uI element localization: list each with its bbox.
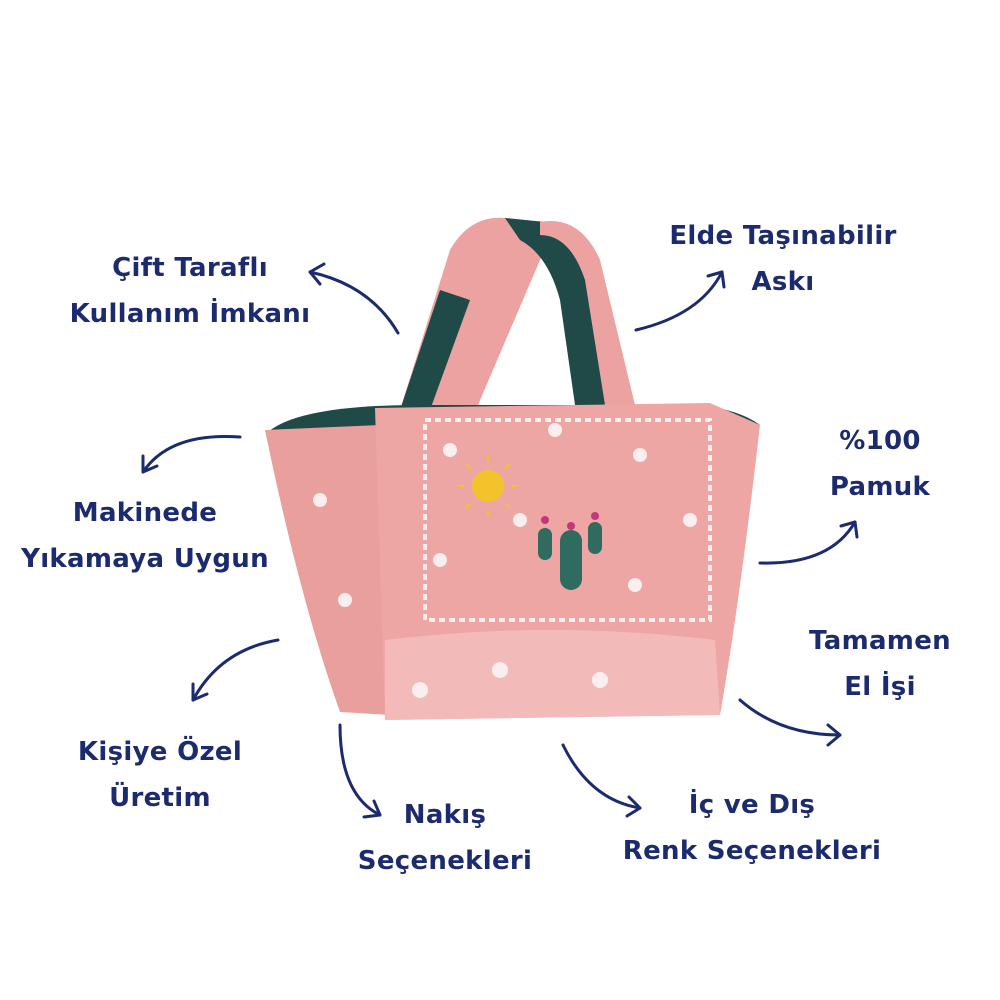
feature-embroidery: Nakış Seçenekleri — [358, 792, 532, 884]
feature-handle: Elde Taşınabilir Askı — [669, 213, 896, 305]
arrow-embroidery — [338, 723, 382, 817]
feature-line: %100 — [839, 426, 921, 456]
bag-handles — [400, 217, 635, 410]
bag-side-panel — [265, 425, 390, 715]
feature-line: El İşi — [844, 672, 916, 702]
arrow-handmade — [738, 698, 842, 737]
feature-handmade: Tamamen El İşi — [809, 618, 951, 710]
feature-line: Çift Taraflı — [112, 253, 268, 283]
feature-personal: Kişiye Özel Üretim — [78, 729, 242, 821]
arrow-personal — [191, 638, 280, 702]
feature-line: Renk Seçenekleri — [622, 836, 882, 866]
callout-arrows — [141, 262, 859, 819]
arrow-colors — [561, 743, 642, 810]
feature-colors: İç ve Dış Renk Seçenekleri — [623, 782, 881, 874]
feature-washable: Makinede Yıkamaya Uygun — [21, 490, 269, 582]
feature-line: Nakış — [403, 800, 487, 830]
bandana-paisley-band — [385, 630, 720, 720]
arrow-handle — [634, 270, 724, 332]
paisley-dots — [313, 423, 697, 698]
feature-line: Kullanım İmkanı — [69, 299, 311, 329]
feature-line: Üretim — [109, 783, 211, 813]
feature-line: Seçenekleri — [357, 846, 533, 876]
arrow-washable — [141, 434, 242, 474]
feature-line: İç ve Dış — [688, 790, 816, 820]
sun-embroidery — [458, 456, 518, 516]
cactus-embroidery — [538, 512, 602, 590]
feature-line: Pamuk — [829, 472, 931, 502]
bandana-border — [423, 418, 712, 622]
feature-line: Makinede — [72, 498, 218, 528]
feature-line: Kişiye Özel — [77, 737, 243, 767]
feature-line: Yıkamaya Uygun — [21, 544, 269, 574]
feature-reversible: Çift Taraflı Kullanım İmkanı — [70, 245, 311, 337]
arrow-cotton — [758, 520, 857, 565]
arrow-reversible — [308, 270, 400, 335]
feature-line: Askı — [751, 267, 815, 297]
feature-line: Tamamen — [809, 626, 951, 656]
feature-cotton: %100 Pamuk — [830, 418, 930, 510]
feature-line: Elde Taşınabilir — [669, 221, 897, 251]
